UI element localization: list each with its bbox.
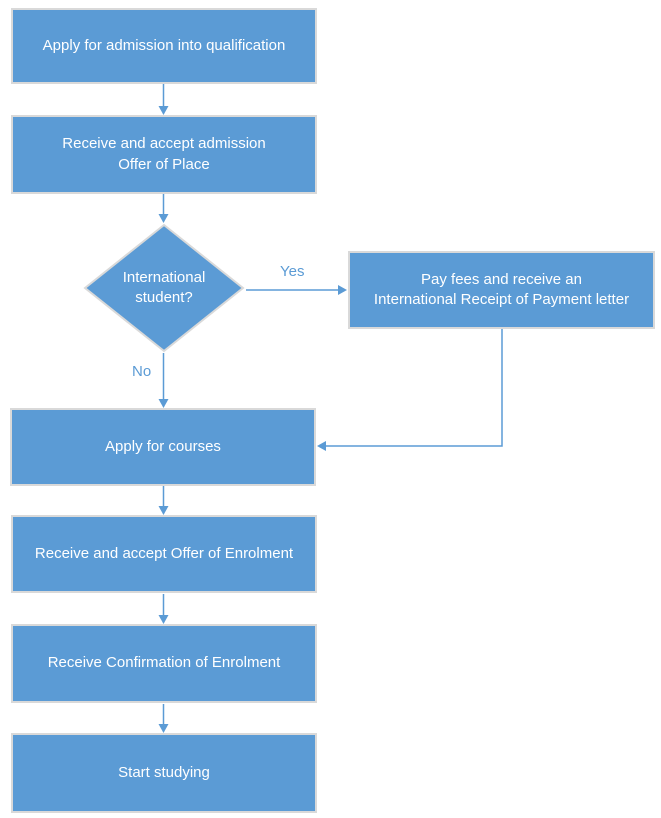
edge-label-no: No — [132, 363, 152, 380]
connector-decision-apply-courses — [158, 353, 169, 408]
node-label: Receive and accept Offer of Enrolment — [34, 544, 294, 562]
node-label: International student? — [122, 268, 206, 306]
connector-decision-pay-fees — [246, 285, 347, 295]
node-label: Start studying — [118, 763, 210, 781]
node-receive-offer-of-enrolment: Receive and accept Offer of Enrolment — [11, 515, 317, 593]
node-apply-admission: Apply for admission into qualification — [11, 8, 317, 84]
diamond-shape — [83, 223, 245, 353]
node-pay-fees: Pay fees and receive an International Re… — [348, 251, 655, 329]
connector-offer-place-decision — [158, 194, 169, 223]
connector-confirmation-start-studying — [158, 704, 169, 733]
connector-apply-courses-offer-enrolment — [158, 486, 169, 515]
connector-pay-fees-apply-courses — [317, 329, 503, 451]
node-start-studying: Start studying — [11, 733, 317, 813]
node-label: Apply for courses — [105, 437, 221, 455]
connector-apply-admission-offer-place — [158, 84, 169, 115]
node-receive-offer-of-place: Receive and accept admission Offer of Pl… — [11, 115, 317, 194]
node-label: Receive and accept admission Offer of Pl… — [62, 135, 266, 173]
node-label: Receive Confirmation of Enrolment — [47, 654, 281, 672]
node-apply-for-courses: Apply for courses — [10, 408, 316, 486]
node-receive-confirmation-of-enrolment: Receive Confirmation of Enrolment — [11, 624, 317, 703]
node-international-student-decision: International student? — [83, 223, 245, 353]
node-label: Apply for admission into qualification — [42, 36, 286, 54]
edge-label-yes: Yes — [280, 263, 305, 280]
node-label: Pay fees and receive an International Re… — [373, 270, 630, 308]
connector-offer-enrolment-confirmation — [158, 594, 169, 624]
